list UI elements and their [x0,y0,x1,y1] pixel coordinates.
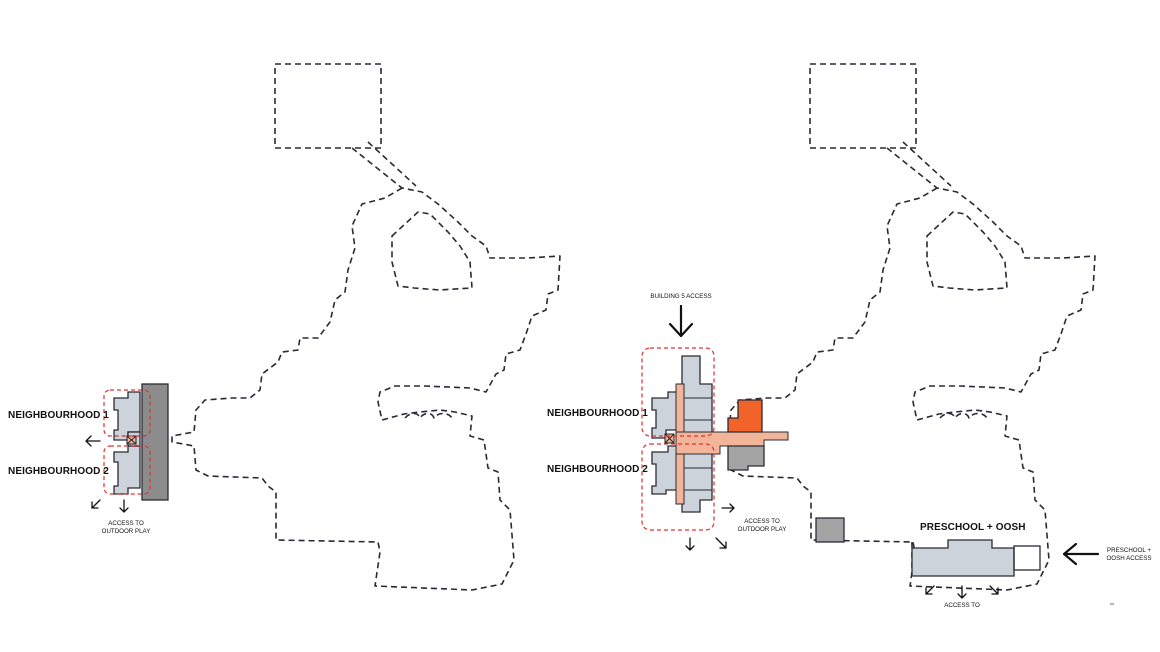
left-west-arrow-icon [85,435,101,447]
right-east-arrow-icon [721,503,735,513]
preschool-title-label: PRESCHOOL + OOSH [920,522,1026,533]
right-service-block-2 [815,517,845,543]
left-southwest-arrow-icon [91,499,101,509]
right-neighbourhood-2-boundary [641,443,715,531]
right-neighbourhood-1-boundary [641,347,715,437]
left-access-line-2: OUTDOOR PLAY [101,528,151,535]
right-neighbourhood-2-label: NEIGHBOURHOOD 2 [547,464,648,475]
left-neighbourhood-2-label: NEIGHBOURHOOD 2 [8,466,109,477]
preschool-access-to-label: ACCESS TO [944,602,980,609]
left-neighbourhood-1-boundary [103,389,151,437]
left-access-outdoor-label: ACCESS TO OUTDOOR PLAY [96,520,156,536]
right-wing-divisions [682,397,712,491]
preschool-access-label: PRESCHOOL + OOSH ACCESS [1104,547,1154,563]
left-access-line-1: ACCESS TO [108,520,144,527]
right-site-outline [706,63,1096,591]
building-5-access-arrow-icon [668,304,694,338]
left-lift-cross-icon [126,435,137,445]
right-south-arrow-icon [685,537,695,551]
right-neighbourhood-2-wing [681,445,713,513]
right-access-line-2: OUTDOOR PLAY [737,526,787,533]
left-service-strip [141,383,169,501]
left-neighbourhood-1-label: NEIGHBOURHOOD 1 [8,410,109,421]
left-neighbourhood-2-building [113,445,141,495]
left-south-arrow-icon [119,499,129,513]
right-southeast-arrow-icon [715,537,727,549]
left-site-outline [171,63,561,591]
right-building-5-link [727,399,763,433]
preschool-south-arrow-icon [957,585,967,599]
left-neighbourhood-2-boundary [103,445,151,495]
right-service-block [727,445,765,471]
preschool-access-line-1: PRESCHOOL + [1107,547,1151,554]
building-5-access-label: BUILDING 5 ACCESS [650,293,712,300]
preschool-access-line-2: OOSH ACCESS [1106,555,1152,562]
preschool-building [911,539,1015,577]
right-neighbourhood-2-building [651,445,681,495]
right-access-line-1: ACCESS TO [744,518,780,525]
preschool-southwest-arrow-icon [925,585,935,595]
preschool-access-arrow-icon [1062,542,1100,566]
right-neighbourhood-1-label: NEIGHBOURHOOD 1 [547,408,648,419]
preschool-annex [1013,545,1041,571]
preschool-southeast-arrow-icon [989,585,999,595]
right-access-outdoor-label: ACCESS TO OUTDOOR PLAY [732,518,792,534]
